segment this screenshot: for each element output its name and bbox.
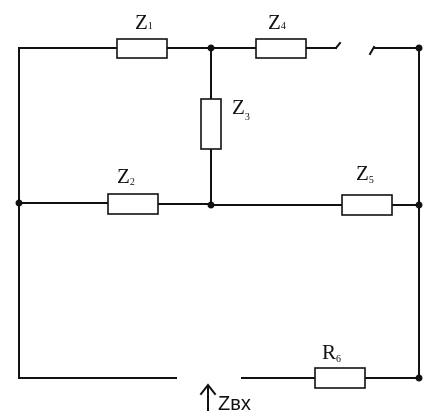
junction-node-top-right [415, 44, 423, 52]
label-z2-index: 2 [130, 177, 135, 188]
label-z1-letter: Z [135, 10, 148, 34]
resistor-r6 [314, 367, 366, 389]
label-z3-index: 3 [245, 112, 250, 123]
resistor-z3 [200, 98, 222, 150]
label-r6-letter: R [322, 340, 336, 364]
resistor-z4 [255, 38, 307, 59]
resistor-z2 [107, 193, 159, 215]
junction-node-mid-left [15, 199, 23, 207]
label-input-impedance: Zвх [218, 393, 251, 413]
label-z5-index: 5 [369, 175, 374, 186]
label-z3-letter: Z [232, 95, 245, 119]
label-z2-letter: Z [117, 164, 130, 188]
label-z2: Z2 [117, 164, 135, 188]
label-r6: R6 [322, 340, 341, 365]
label-z4: Z4 [268, 10, 286, 34]
label-z4-letter: Z [268, 10, 281, 34]
label-z5: Z5 [356, 161, 374, 186]
label-z5-letter: Z [356, 161, 369, 185]
label-z3: Z3 [232, 95, 250, 123]
junction-node-mid-center [207, 201, 215, 209]
junction-node-mid-right [415, 201, 423, 209]
input-arrow-icon [199, 383, 217, 411]
resistor-z5 [341, 194, 393, 216]
label-z1: Z1 [135, 10, 153, 34]
resistor-z1 [116, 38, 168, 59]
junction-node-bottom-right [415, 374, 423, 382]
switch-contact-left [334, 41, 342, 50]
label-z1-index: 1 [148, 21, 153, 32]
junction-node-top-middle [207, 44, 215, 52]
wires [18, 41, 420, 379]
label-r6-index: 6 [336, 354, 341, 365]
label-z4-index: 4 [281, 21, 286, 32]
